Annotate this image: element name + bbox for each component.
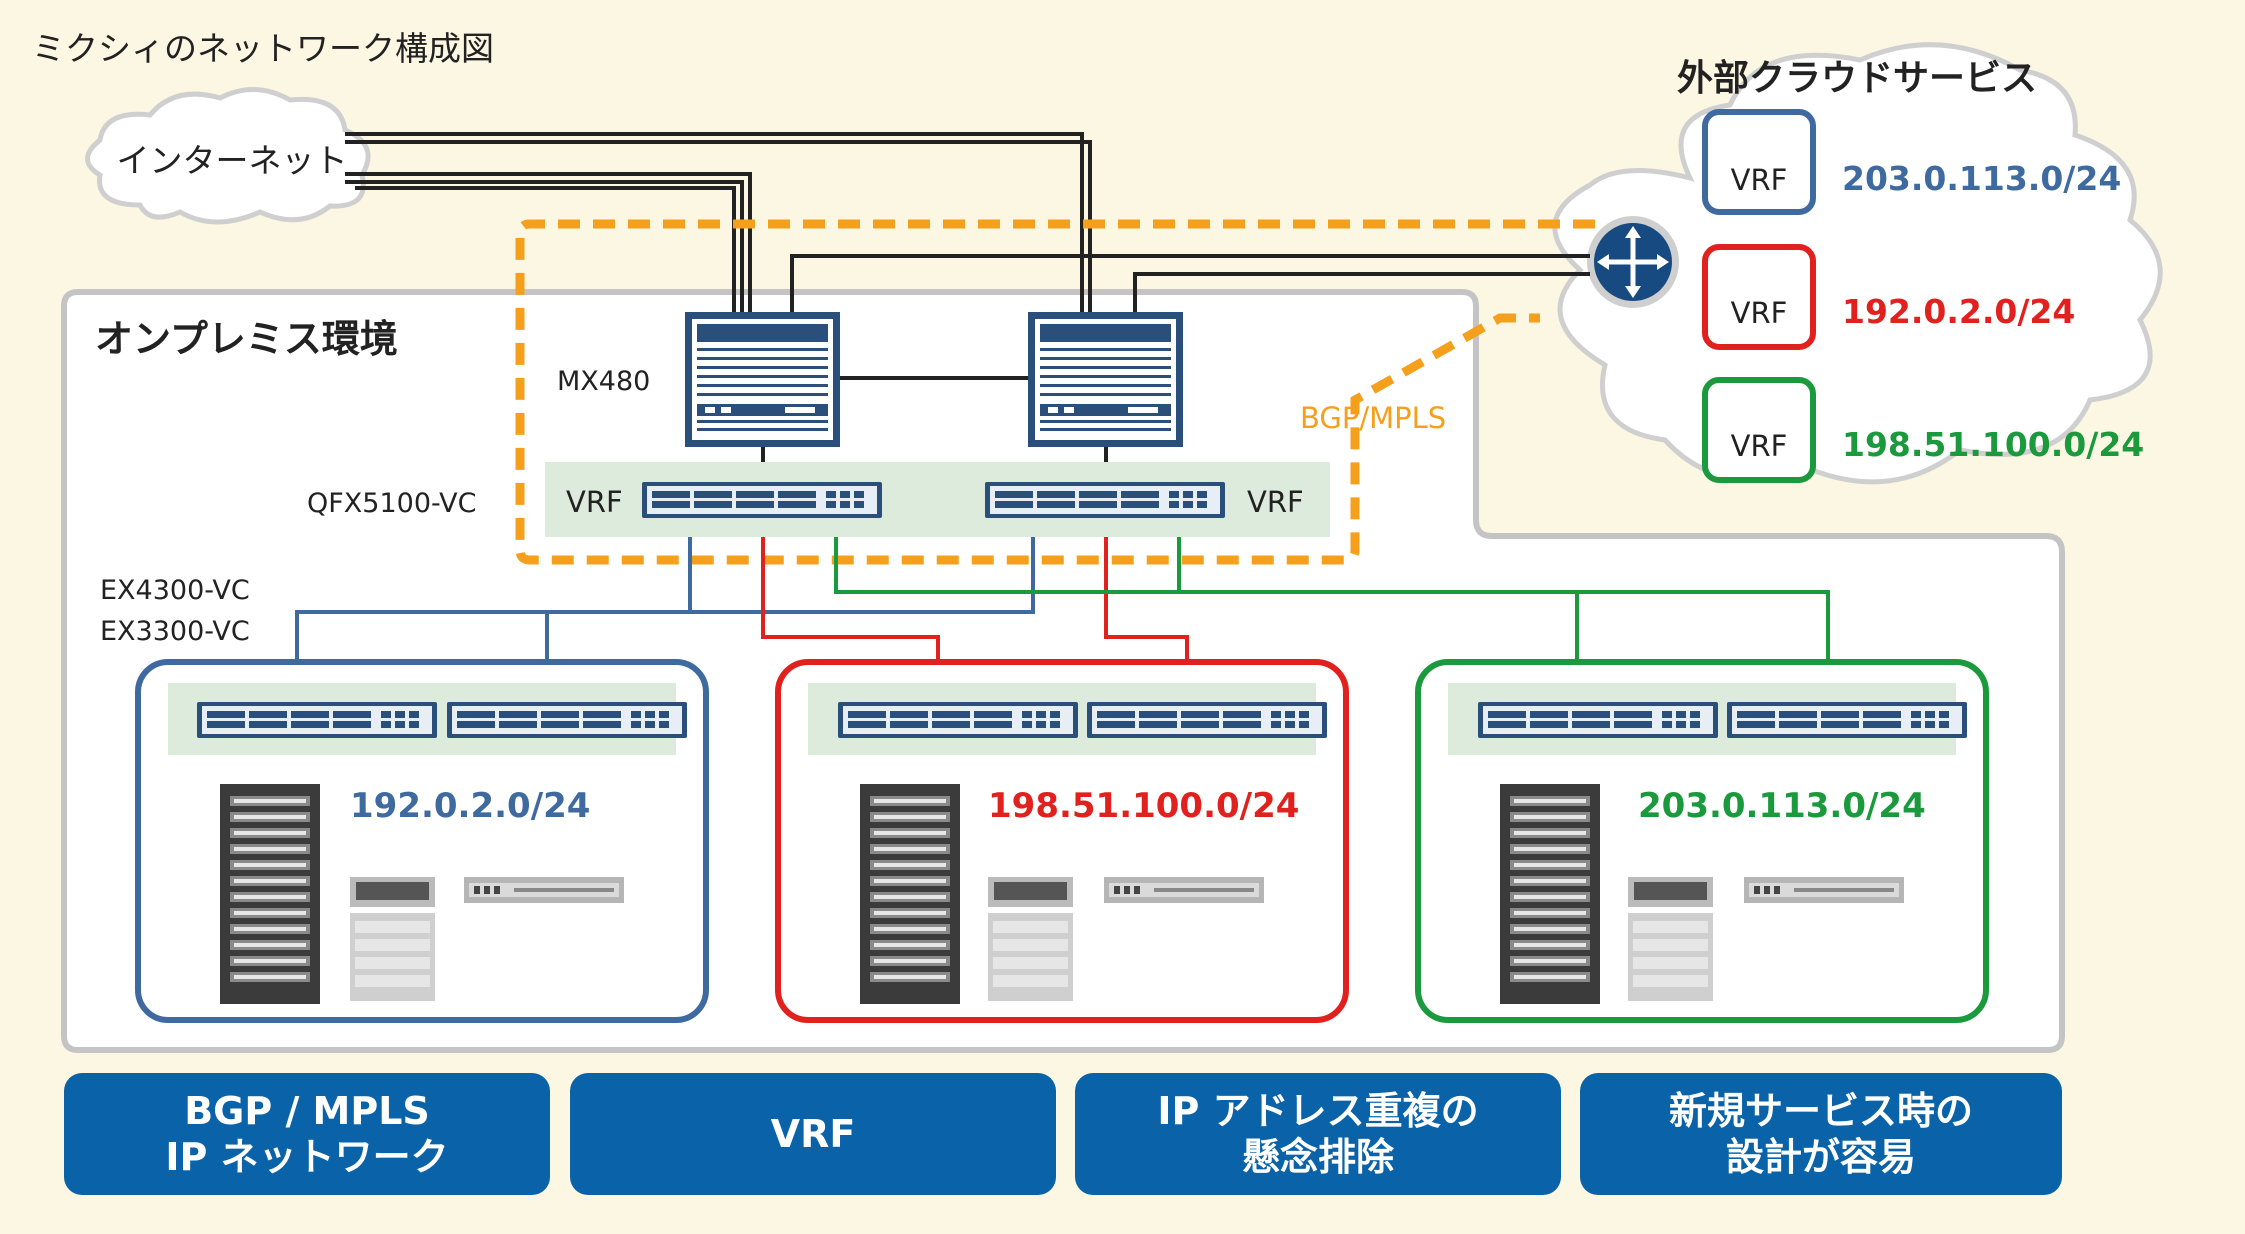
cloud-title: 外部クラウドサービス: [1677, 58, 2037, 99]
zone-green-subnet: 203.0.113.0/24: [1638, 786, 1926, 826]
feature-1-line2: IP ネットワーク: [165, 1135, 449, 1179]
mx480-router-1: [685, 312, 840, 447]
onprem-title: オンプレミス環境: [95, 317, 398, 361]
mx480-router-2: [1028, 312, 1183, 447]
bgp-mpls-boundary: [515, 219, 1595, 565]
cloud-links: [790, 254, 1590, 312]
zone-green: 203.0.113.0/24: [1415, 659, 1989, 1023]
feature-bgp-mpls: BGP / MPLS IP ネットワーク: [64, 1073, 550, 1195]
router-icon: [1587, 216, 1679, 308]
zone-red: 198.51.100.0/24: [775, 659, 1349, 1023]
cloud-vrf-1: VRF: [1702, 109, 1816, 215]
feature-easy-design: 新規サービス時の 設計が容易: [1580, 1073, 2062, 1195]
internet-links: [345, 132, 1092, 312]
cloud-vrf-1-label: VRF: [1731, 163, 1788, 197]
feature-4-line1: 新規サービス時の: [1668, 1089, 1973, 1133]
zone-blue: 192.0.2.0/24: [135, 659, 709, 1023]
bgp-mpls-label: BGP/MPLS: [1300, 401, 1446, 435]
qfx-vrf-left: VRF: [566, 485, 623, 519]
ex3300-label: EX3300-VC: [100, 616, 250, 647]
mx-label: MX480: [557, 366, 650, 397]
qfx-vrf-right: VRF: [1247, 485, 1304, 519]
cloud-vrf-2-label: VRF: [1731, 296, 1788, 330]
cloud-vrf-3-subnet: 198.51.100.0/24: [1842, 425, 2144, 464]
blue-link-1: [295, 537, 692, 683]
mx-qfx-links: [761, 446, 1108, 462]
feature-2-line1: VRF: [770, 1112, 856, 1156]
ex4300-label: EX4300-VC: [100, 575, 250, 606]
cloud-vrf-2-subnet: 192.0.2.0/24: [1842, 292, 2075, 331]
blue-link-2: [545, 537, 1035, 683]
internet-label: インターネット: [117, 141, 348, 180]
cloud-vrf-3-label: VRF: [1731, 429, 1788, 463]
feature-1-line1: BGP / MPLS: [184, 1089, 430, 1133]
feature-3-line2: 懸念排除: [1241, 1135, 1394, 1179]
cloud-vrf-1-subnet: 203.0.113.0/24: [1842, 159, 2121, 198]
internet-cloud-shape: [85, 87, 371, 225]
feature-3-line1: IP アドレス重複の: [1157, 1089, 1479, 1133]
qfx-label: QFX5100-VC: [307, 488, 476, 519]
zone-blue-subnet: 192.0.2.0/24: [350, 786, 590, 826]
qfx-switch-2: [985, 482, 1225, 518]
diagram-title: ミクシィのネットワーク構成図: [32, 29, 494, 68]
qfx-switch-1: [642, 482, 882, 518]
feature-4-line2: 設計が容易: [1725, 1135, 1916, 1179]
zone-red-subnet: 198.51.100.0/24: [988, 786, 1299, 826]
feature-vrf: VRF: [570, 1073, 1056, 1195]
green-link-1: [834, 537, 1830, 683]
cloud-vrf-2: VRF: [1702, 244, 1816, 350]
feature-ip-overlap: IP アドレス重複の 懸念排除: [1075, 1073, 1561, 1195]
cloud-vrf-3: VRF: [1702, 377, 1816, 483]
